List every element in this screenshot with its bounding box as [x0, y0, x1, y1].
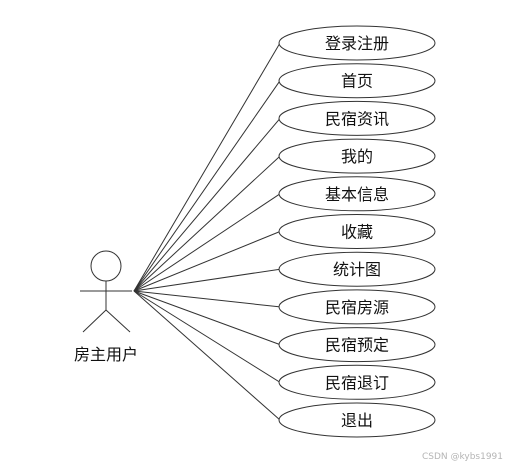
use-case-ellipse — [278, 63, 436, 99]
association-line — [133, 42, 281, 292]
use-case-ellipse — [278, 25, 436, 61]
association-line — [133, 193, 281, 292]
use-case-label: 民宿预定 — [325, 336, 389, 355]
association-line — [133, 268, 281, 292]
use-case-ellipse — [278, 100, 436, 136]
association-line — [133, 290, 281, 421]
use-case-ellipse — [278, 327, 436, 363]
use-case: 我的 — [278, 138, 436, 174]
use-case-ellipse — [278, 138, 436, 174]
use-case-label: 民宿资讯 — [325, 109, 389, 128]
use-case: 民宿资讯 — [278, 100, 436, 136]
use-case: 统计图 — [278, 251, 436, 287]
use-case-ellipse — [278, 402, 436, 438]
use-case-ellipse — [278, 289, 436, 325]
use-case-ellipse — [278, 251, 436, 287]
association-line — [133, 80, 281, 292]
association-line — [133, 118, 281, 292]
association-lines — [133, 42, 281, 421]
use-case-ellipse — [278, 214, 436, 249]
use-case-label: 统计图 — [333, 260, 381, 279]
watermark: CSDN @kybs1991 — [421, 452, 503, 462]
use-case-label: 登录注册 — [325, 34, 389, 53]
use-case: 首页 — [278, 63, 436, 99]
use-case-label: 基本信息 — [325, 185, 389, 204]
use-case-label: 首页 — [341, 72, 373, 91]
use-case: 退出 — [278, 402, 436, 438]
association-line — [133, 290, 281, 346]
use-case-label: 民宿房源 — [325, 298, 389, 317]
association-line — [133, 155, 281, 292]
use-case: 基本信息 — [278, 176, 436, 212]
use-case: 民宿退订 — [278, 364, 436, 400]
use-case-label: 我的 — [341, 147, 373, 166]
use-case-label: 民宿退订 — [325, 373, 389, 392]
use-case: 登录注册 — [278, 25, 436, 61]
use-case-label: 收藏 — [341, 223, 373, 242]
actor-left-leg — [82, 309, 107, 333]
association-line — [133, 290, 281, 308]
use-case-ellipse — [278, 176, 436, 212]
use-case-label: 退出 — [341, 411, 373, 430]
use-case: 民宿预定 — [278, 327, 436, 363]
actor-label: 房主用户 — [74, 345, 138, 364]
association-line — [133, 231, 281, 292]
actor-head — [90, 250, 122, 282]
association-line — [133, 290, 281, 383]
actor: 房主用户 — [74, 250, 138, 364]
use-case-ellipse — [278, 364, 436, 400]
use-case: 收藏 — [278, 214, 436, 249]
use-case: 民宿房源 — [278, 289, 436, 325]
actor-right-leg — [105, 309, 131, 333]
